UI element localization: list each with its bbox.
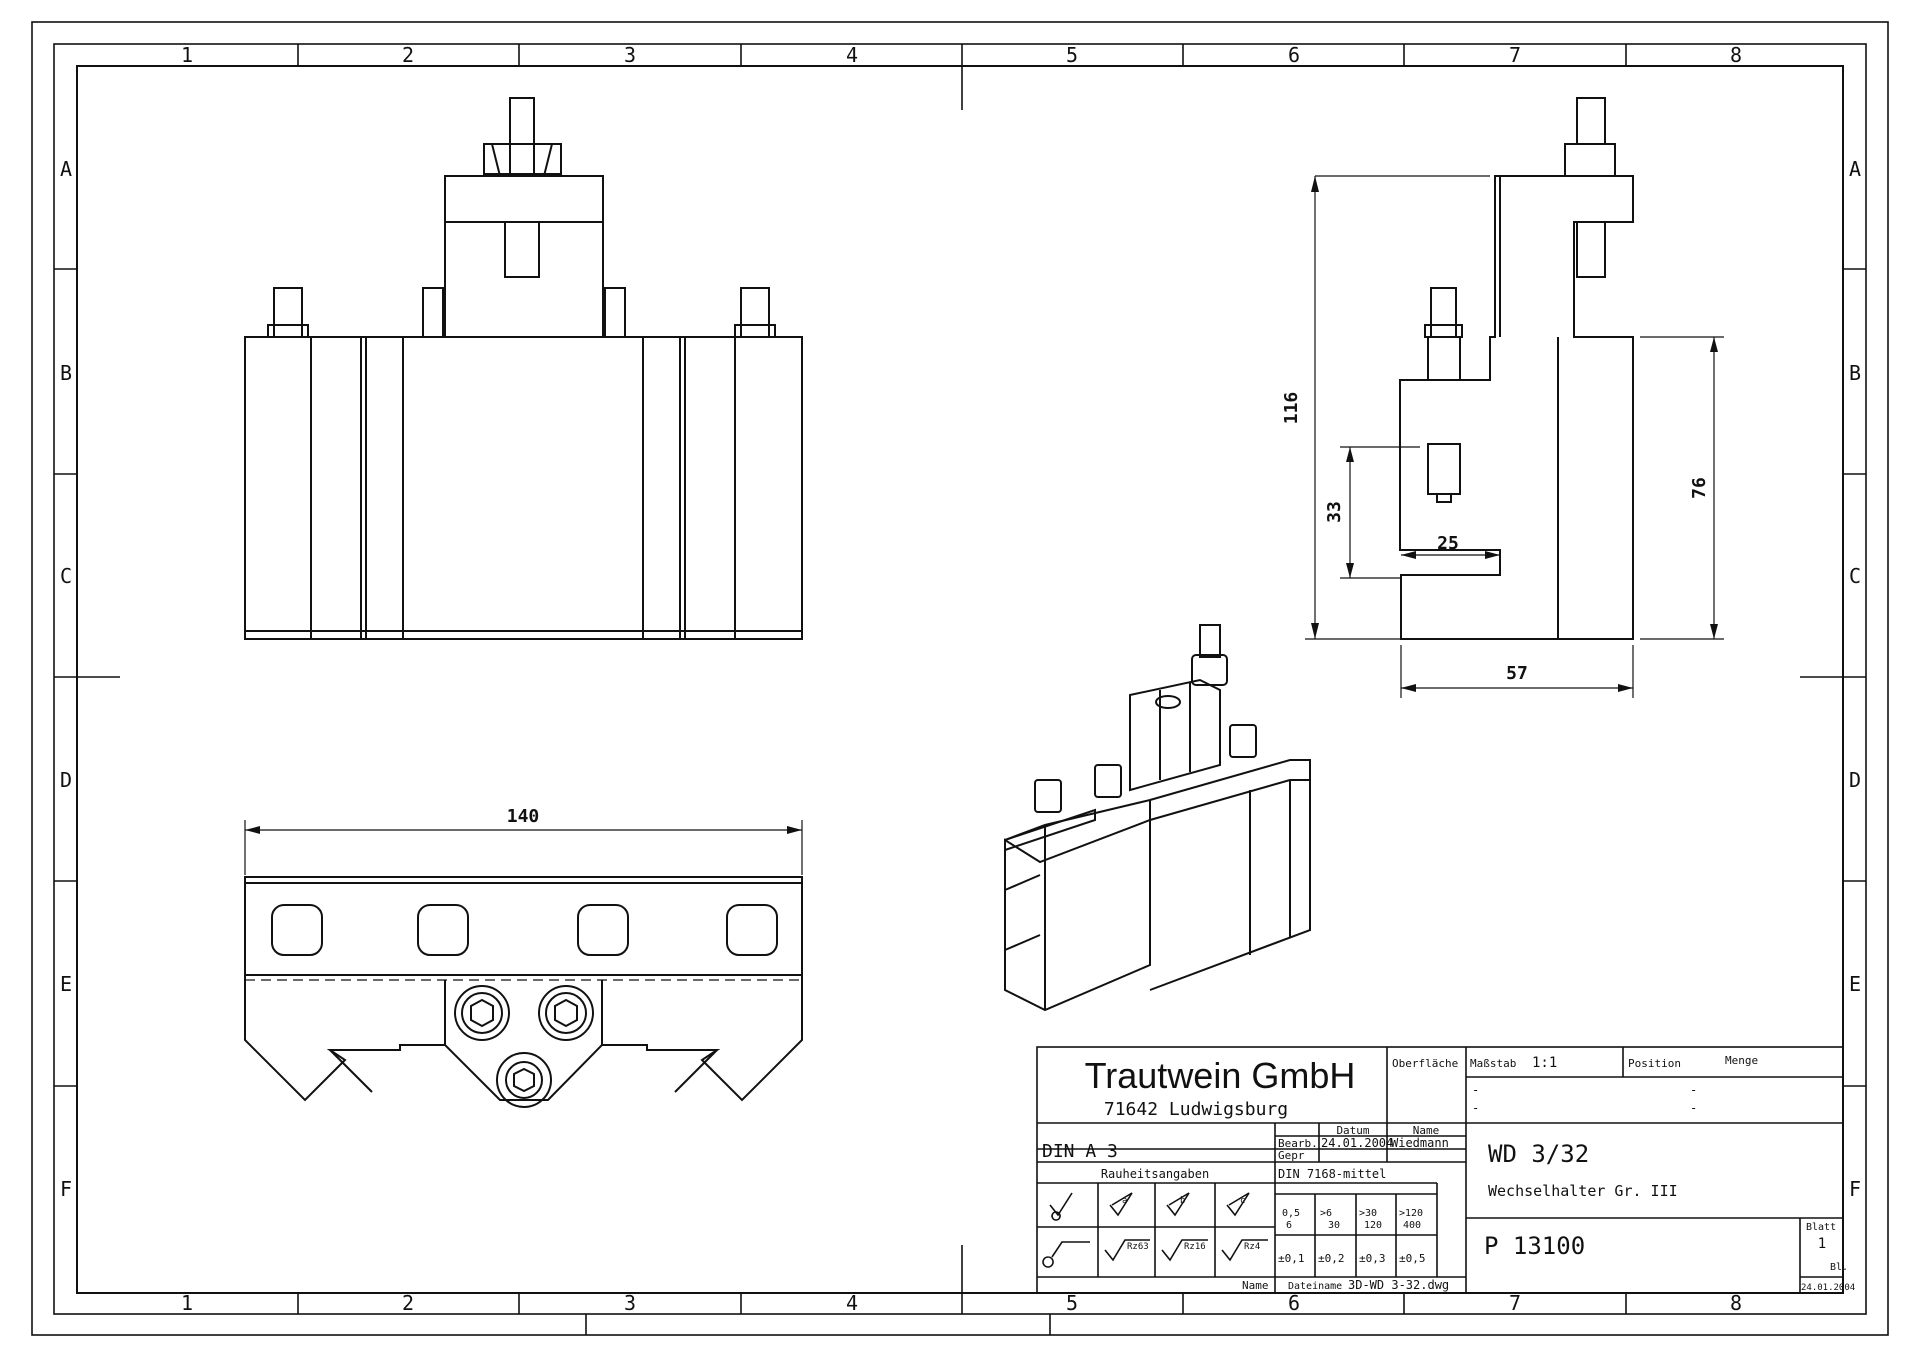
dim-25: 25 <box>1437 533 1459 554</box>
col-label: 2 <box>402 1291 414 1315</box>
file-label: Dateiname <box>1288 1281 1342 1292</box>
col-label: 1 <box>181 1291 193 1315</box>
paper-format: DIN A 3 <box>1042 1141 1118 1162</box>
row-label: A <box>1849 157 1861 181</box>
tol-range: >6 <box>1320 1208 1332 1219</box>
col-label: 4 <box>846 1291 858 1315</box>
grid-frame <box>53 43 1867 1315</box>
row-label: C <box>60 564 72 588</box>
rz-value: Rz63 <box>1127 1242 1149 1252</box>
dash: - <box>1472 1101 1479 1115</box>
surface-label: Oberfläche <box>1392 1057 1458 1070</box>
dim-76: 76 <box>1689 477 1710 499</box>
roughness-label: Rauheitsangaben <box>1101 1167 1209 1181</box>
dimension-lines <box>244 175 1724 875</box>
col-label: 6 <box>1288 1291 1300 1315</box>
dimension-texts: 116 33 25 76 57 140 <box>507 392 1710 827</box>
col-label: 8 <box>1730 43 1742 67</box>
grid-labels: 1 2 3 4 5 6 7 8 1 2 3 4 5 6 7 8 A B C D … <box>60 43 1861 1315</box>
dim-33: 33 <box>1324 501 1345 523</box>
scale-label: Maßstab <box>1470 1057 1516 1070</box>
row-label: E <box>1849 972 1861 996</box>
drawing-number: P 13100 <box>1484 1232 1585 1260</box>
tol-range: 0,5 <box>1282 1208 1300 1219</box>
col-label: 1 <box>181 43 193 67</box>
bottom-view <box>244 876 803 1108</box>
tol-value: ±0,5 <box>1399 1252 1426 1265</box>
col-label: 3 <box>624 43 636 67</box>
tol-range: 400 <box>1403 1220 1421 1231</box>
tol-range: 6 <box>1286 1220 1292 1231</box>
outer-border <box>31 21 1889 1336</box>
rz-value: Rz4 <box>1244 1242 1260 1252</box>
rough-mark: b <box>1180 1196 1185 1206</box>
col-label: 7 <box>1509 43 1521 67</box>
dash: - <box>1472 1083 1479 1097</box>
row-label: F <box>1849 1177 1861 1201</box>
drawing-frame <box>76 65 1844 1294</box>
col-label: 5 <box>1066 43 1078 67</box>
col-label: 4 <box>846 43 858 67</box>
row-label: A <box>60 157 72 181</box>
quantity-label: Menge <box>1725 1054 1758 1067</box>
row-label: F <box>60 1177 72 1201</box>
company-name: Trautwein GmbH <box>1085 1055 1356 1096</box>
dim-116: 116 <box>1281 392 1302 425</box>
name-label: Name <box>1413 1124 1440 1137</box>
position-label: Position <box>1628 1057 1681 1070</box>
tol-range: >30 <box>1359 1208 1377 1219</box>
part-number: WD 3/32 <box>1488 1140 1589 1168</box>
tol-range: 120 <box>1364 1220 1382 1231</box>
col-label: 6 <box>1288 43 1300 67</box>
side-view <box>1399 97 1634 640</box>
dim-57: 57 <box>1506 663 1528 684</box>
col-label: 8 <box>1730 1291 1742 1315</box>
file-name: 3D-WD 3-32.dwg <box>1348 1278 1449 1292</box>
col-label: 7 <box>1509 1291 1521 1315</box>
front-view <box>244 97 803 640</box>
tolerance-standard: DIN 7168-mittel <box>1278 1167 1386 1181</box>
title-block <box>1036 1046 1844 1294</box>
row-ticks <box>54 268 1866 1087</box>
drawn-date: 24.01.2004 <box>1321 1136 1393 1150</box>
part-name: Wechselhalter Gr. III <box>1488 1182 1678 1200</box>
rough-mark: a <box>1122 1196 1127 1206</box>
rz-value: Rz16 <box>1184 1242 1206 1252</box>
tol-value: ±0,1 <box>1278 1252 1305 1265</box>
col-label: 3 <box>624 1291 636 1315</box>
row-label: E <box>60 972 72 996</box>
row-label: B <box>1849 361 1861 385</box>
row-label: B <box>60 361 72 385</box>
checked-label: Gepr <box>1278 1149 1305 1162</box>
tol-value: ±0,2 <box>1318 1252 1345 1265</box>
dash: - <box>1690 1101 1697 1115</box>
date-label: Datum <box>1336 1124 1369 1137</box>
row-label: D <box>60 768 72 792</box>
isometric-view <box>1004 624 1311 1012</box>
sheets-label: Bl. <box>1830 1262 1848 1273</box>
footer-name-label: Name <box>1242 1279 1269 1292</box>
rough-mark: c <box>1240 1196 1245 1206</box>
dash: - <box>1690 1083 1697 1097</box>
tol-range: 30 <box>1328 1220 1340 1231</box>
tol-range: >120 <box>1399 1208 1423 1219</box>
tol-value: ±0,3 <box>1359 1252 1386 1265</box>
dim-140: 140 <box>507 806 540 827</box>
drawn-label: Bearb. <box>1278 1137 1318 1150</box>
row-label: C <box>1849 564 1861 588</box>
sheet-value: 1 <box>1818 1236 1826 1252</box>
title-block-text: Trautwein GmbH 71642 Ludwigsburg Oberflä… <box>1042 1054 1855 1293</box>
sheet-label: Blatt <box>1806 1222 1836 1233</box>
drawn-name: Wiedmann <box>1391 1136 1449 1150</box>
arrowheads <box>245 176 1718 834</box>
company-city: 71642 Ludwigsburg <box>1104 1099 1288 1120</box>
col-label: 5 <box>1066 1291 1078 1315</box>
column-ticks <box>297 44 1627 1314</box>
scale-value: 1:1 <box>1532 1055 1557 1071</box>
footer-date: 24.01.2004 <box>1801 1283 1855 1293</box>
col-label: 2 <box>402 43 414 67</box>
row-label: D <box>1849 768 1861 792</box>
